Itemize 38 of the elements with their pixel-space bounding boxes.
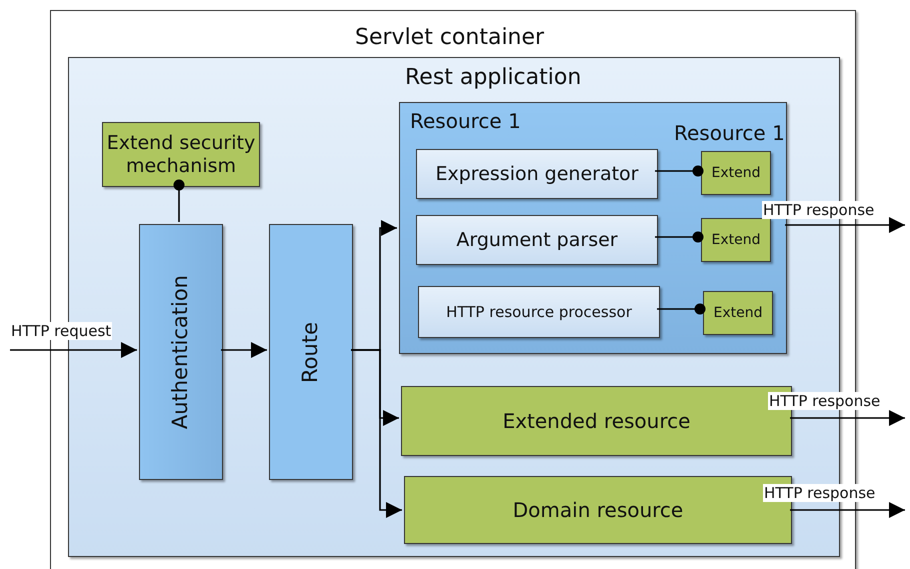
process-box <box>102 122 260 187</box>
node-label: Extend <box>712 164 760 182</box>
process-box <box>269 224 353 480</box>
process-box <box>416 149 658 199</box>
node-label: Rest application <box>405 65 582 92</box>
node-label: Resource 1 <box>674 121 785 145</box>
connector <box>655 166 704 176</box>
extension-box <box>703 291 773 335</box>
arrow <box>221 342 267 358</box>
node-label: Authentication <box>168 274 194 430</box>
node-label: Domain resource <box>512 498 684 522</box>
node-label: Expression generator <box>436 162 638 186</box>
arrow <box>790 502 905 518</box>
extension-box <box>701 218 771 262</box>
edge-label: HTTP response <box>763 484 876 502</box>
node-label: Extend <box>712 232 760 248</box>
node-label: Servlet container <box>355 25 544 52</box>
node-label: Extended resource <box>502 409 690 433</box>
node-label: Route <box>298 322 324 382</box>
connector <box>655 232 704 242</box>
edge-label: HTTP response <box>768 392 882 410</box>
edge-label: HTTP response <box>762 201 876 219</box>
arrow <box>790 410 905 426</box>
process-box <box>418 286 660 338</box>
connector <box>657 304 706 314</box>
node-label: Resource 1 <box>410 109 521 133</box>
process-box <box>139 224 223 480</box>
node-label: HTTP resource processor <box>446 303 632 321</box>
node-label: Extend <box>714 304 762 322</box>
arrow <box>785 217 905 233</box>
extension-box <box>701 151 771 195</box>
arrow <box>10 342 137 358</box>
edge-label: HTTP request <box>10 322 112 340</box>
process-box <box>416 215 658 265</box>
arrow <box>351 349 402 518</box>
connector <box>174 180 184 222</box>
node-label: Argument parser <box>456 228 618 252</box>
node-label: Extend security mechanism <box>106 132 256 178</box>
